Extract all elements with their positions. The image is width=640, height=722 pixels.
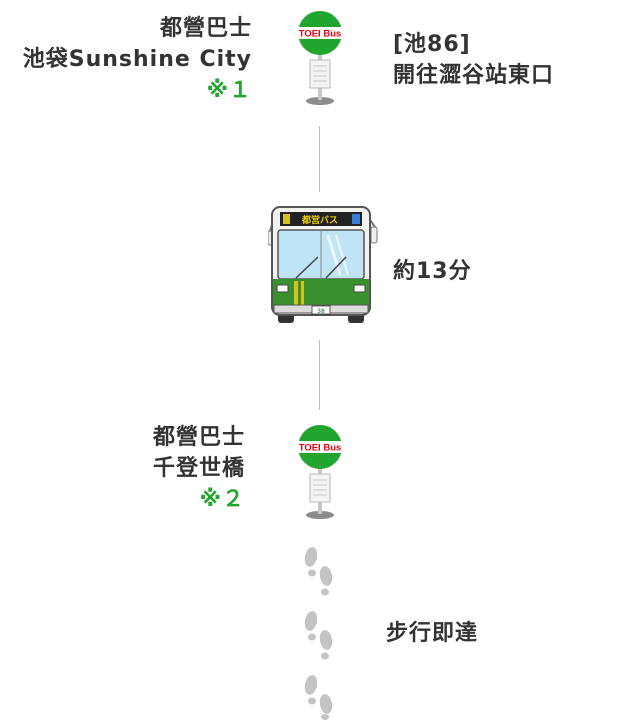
stop-sign-badge-text: TOEI Bus	[299, 29, 342, 40]
stop2-note: ※２	[199, 487, 245, 512]
stop2-operator: 都營巴士	[152, 425, 245, 450]
bus-illustration: 都営バス 38	[268, 205, 380, 325]
bus-destination-sign: 都営バス	[301, 214, 338, 226]
route-label: [池86] 開往澀谷站東口	[393, 29, 554, 91]
bus-stop-sign-1: TOEI Bus	[296, 10, 344, 106]
stop1-note: ※１	[206, 78, 252, 103]
stop-sign-badge-text: TOEI Bus	[299, 443, 342, 454]
connector-line	[319, 340, 320, 410]
footprints-icon	[300, 542, 340, 722]
stop1-operator: 都營巴士	[159, 16, 252, 41]
bus-stop-sign-2: TOEI Bus	[296, 424, 344, 520]
bus-plate: 38	[317, 308, 325, 315]
stop1-label: 都營巴士 池袋Sunshine City ※１	[23, 13, 252, 106]
route-destination: 開往澀谷站東口	[393, 63, 555, 88]
travel-duration: 約13分	[393, 259, 472, 284]
connector-line	[319, 126, 320, 192]
route-number: [池86]	[393, 32, 471, 57]
stop1-name: 池袋Sunshine City	[22, 47, 252, 72]
walk-note: 步行即達	[386, 621, 479, 646]
stop2-name: 千登世橋	[152, 456, 245, 481]
stop2-label: 都營巴士 千登世橋 ※２	[153, 422, 245, 515]
